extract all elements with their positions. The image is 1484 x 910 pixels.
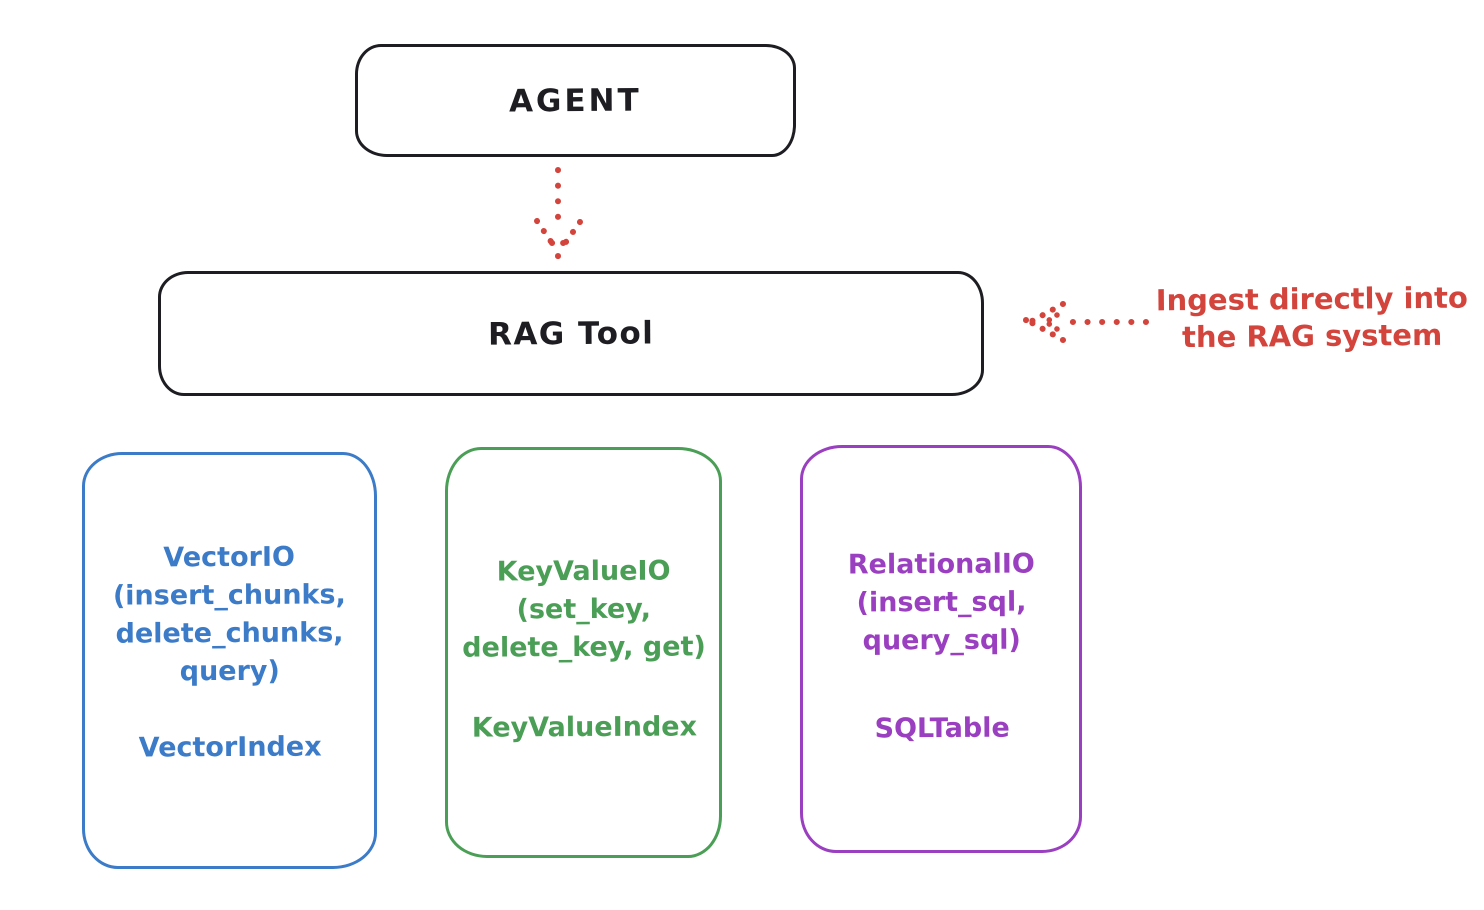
keyvalue-index-label: KeyValueIndex xyxy=(471,711,697,744)
relational-io-text: RelationalIO (insert_sql, query_sql) SQL… xyxy=(847,448,1036,749)
agent-label: AGENT xyxy=(509,82,642,119)
rag-tool-box: RAG Tool xyxy=(158,271,984,396)
keyvalue-io-line-1: KeyValueIO xyxy=(496,555,671,588)
vector-io-line-2: (insert_chunks, xyxy=(112,579,346,612)
relational-io-line-3: query_sql) xyxy=(861,624,1021,657)
keyvalue-io-line-2: (set_key, xyxy=(516,593,651,626)
rag-tool-label: RAG Tool xyxy=(487,314,655,353)
agent-to-ragtool-arrow xyxy=(534,167,583,261)
ingest-annotation-line-1: Ingest directly into xyxy=(1155,280,1469,318)
keyvalue-io-line-3: delete_key, get) xyxy=(461,631,706,664)
relational-io-box: RelationalIO (insert_sql, query_sql) SQL… xyxy=(800,445,1082,853)
agent-box: AGENT xyxy=(355,44,796,157)
ingest-arrow xyxy=(1023,301,1149,343)
vector-io-line-3: delete_chunks, xyxy=(115,617,344,650)
vector-io-line-1: VectorIO xyxy=(163,541,296,574)
relational-io-line-2: (insert_sql, xyxy=(856,586,1027,619)
keyvalue-io-text: KeyValueIO (set_key, delete_key, get) Ke… xyxy=(461,449,706,747)
keyvalue-io-box: KeyValueIO (set_key, delete_key, get) Ke… xyxy=(445,447,722,858)
sqltable-label: SQLTable xyxy=(873,712,1010,745)
ingest-annotation: Ingest directly into the RAG system xyxy=(1138,279,1484,356)
relational-io-line-1: RelationalIO xyxy=(847,548,1035,581)
vector-io-text: VectorIO (insert_chunks, delete_chunks, … xyxy=(112,454,347,767)
vector-io-box: VectorIO (insert_chunks, delete_chunks, … xyxy=(82,452,377,869)
ingest-annotation-line-2: the RAG system xyxy=(1181,317,1443,355)
vector-index-label: VectorIndex xyxy=(138,731,322,764)
vector-io-line-4: query) xyxy=(179,655,280,688)
